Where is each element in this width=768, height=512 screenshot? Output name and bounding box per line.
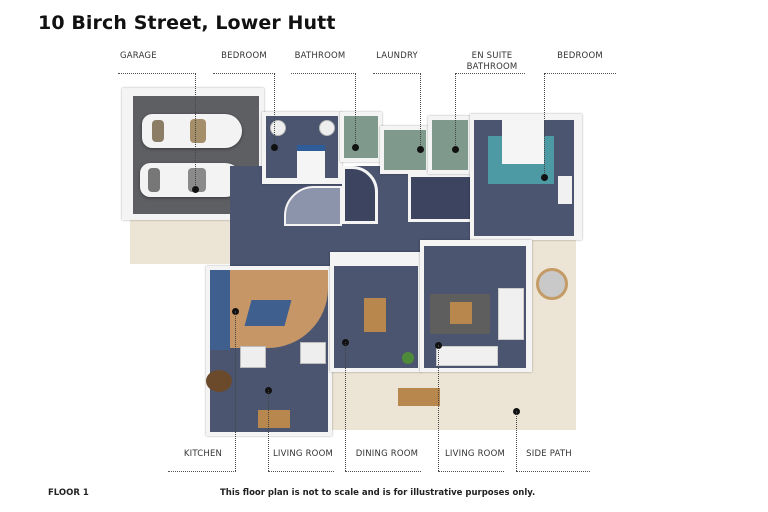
leader-line xyxy=(274,73,275,147)
marker-dot xyxy=(192,186,199,193)
leader-line xyxy=(544,73,545,177)
marker-dot xyxy=(417,146,424,153)
label-garage: GARAGE xyxy=(120,51,157,61)
desk xyxy=(558,176,572,204)
bed-icon xyxy=(297,145,325,183)
leader-line xyxy=(455,73,456,149)
staircase xyxy=(284,186,342,226)
armchair-icon xyxy=(240,346,266,368)
curved-closet xyxy=(342,166,378,224)
label-living-room-2: LIVING ROOM xyxy=(444,449,506,459)
plant-icon xyxy=(402,352,414,364)
label-bathroom: BATHROOM xyxy=(294,51,346,61)
car-icon xyxy=(142,114,242,148)
leader-line xyxy=(345,342,346,471)
label-laundry: LAUNDRY xyxy=(376,51,418,61)
leader-line xyxy=(195,73,196,189)
storage-cupboards xyxy=(408,174,478,222)
label-en-suite-bathroom: EN SUITE BATHROOM xyxy=(462,51,522,73)
kitchen-bench xyxy=(210,270,230,350)
leader-line xyxy=(373,73,421,74)
leader-line xyxy=(235,311,236,471)
leader-line xyxy=(516,411,517,471)
marker-dot xyxy=(541,174,548,181)
outdoor-table-icon xyxy=(398,388,440,406)
leader-line xyxy=(544,73,616,74)
car-icon xyxy=(140,163,242,197)
label-bedroom-1: BEDROOM xyxy=(221,51,267,61)
en-suite-floor xyxy=(432,120,468,170)
label-dining-room: DINING ROOM xyxy=(355,449,419,459)
leader-line xyxy=(291,73,356,74)
marker-dot xyxy=(271,144,278,151)
label-kitchen: KITCHEN xyxy=(183,449,223,459)
kitchen-island xyxy=(244,300,292,326)
dining-table-icon xyxy=(364,298,386,332)
label-side-path: SIDE PATH xyxy=(526,449,572,459)
bathroom-floor xyxy=(344,116,378,158)
leader-line xyxy=(438,471,504,472)
leader-line xyxy=(355,73,356,147)
coffee-table xyxy=(258,410,290,428)
leader-line xyxy=(345,471,421,472)
label-line: BATHROOM xyxy=(466,62,518,72)
leader-line xyxy=(268,390,269,471)
paving-front-garage xyxy=(130,218,230,264)
leader-line xyxy=(268,471,334,472)
sofa-icon xyxy=(436,346,498,366)
marker-dot xyxy=(352,144,359,151)
label-living-room-1: LIVING ROOM xyxy=(272,449,334,459)
chair-icon xyxy=(270,120,286,136)
leader-line xyxy=(420,73,421,149)
bed-icon xyxy=(502,120,544,164)
leader-line xyxy=(118,73,196,74)
coffee-table xyxy=(450,302,472,324)
chair-icon xyxy=(319,120,335,136)
label-bedroom-2: BEDROOM xyxy=(557,51,603,61)
leader-line xyxy=(438,345,439,471)
leader-line xyxy=(516,471,590,472)
marker-dot xyxy=(452,146,459,153)
floor-label: FLOOR 1 xyxy=(48,488,89,498)
leader-line xyxy=(168,471,236,472)
sofa-icon xyxy=(498,288,524,340)
leader-line xyxy=(213,73,275,74)
label-line: EN SUITE xyxy=(471,51,513,61)
page-title: 10 Birch Street, Lower Hutt xyxy=(38,12,336,34)
armchair-icon xyxy=(300,342,326,364)
disclaimer-text: This floor plan is not to scale and is f… xyxy=(220,488,536,498)
leader-line xyxy=(455,73,525,74)
outdoor-round-table-icon xyxy=(536,268,568,300)
round-table-icon xyxy=(206,370,232,392)
